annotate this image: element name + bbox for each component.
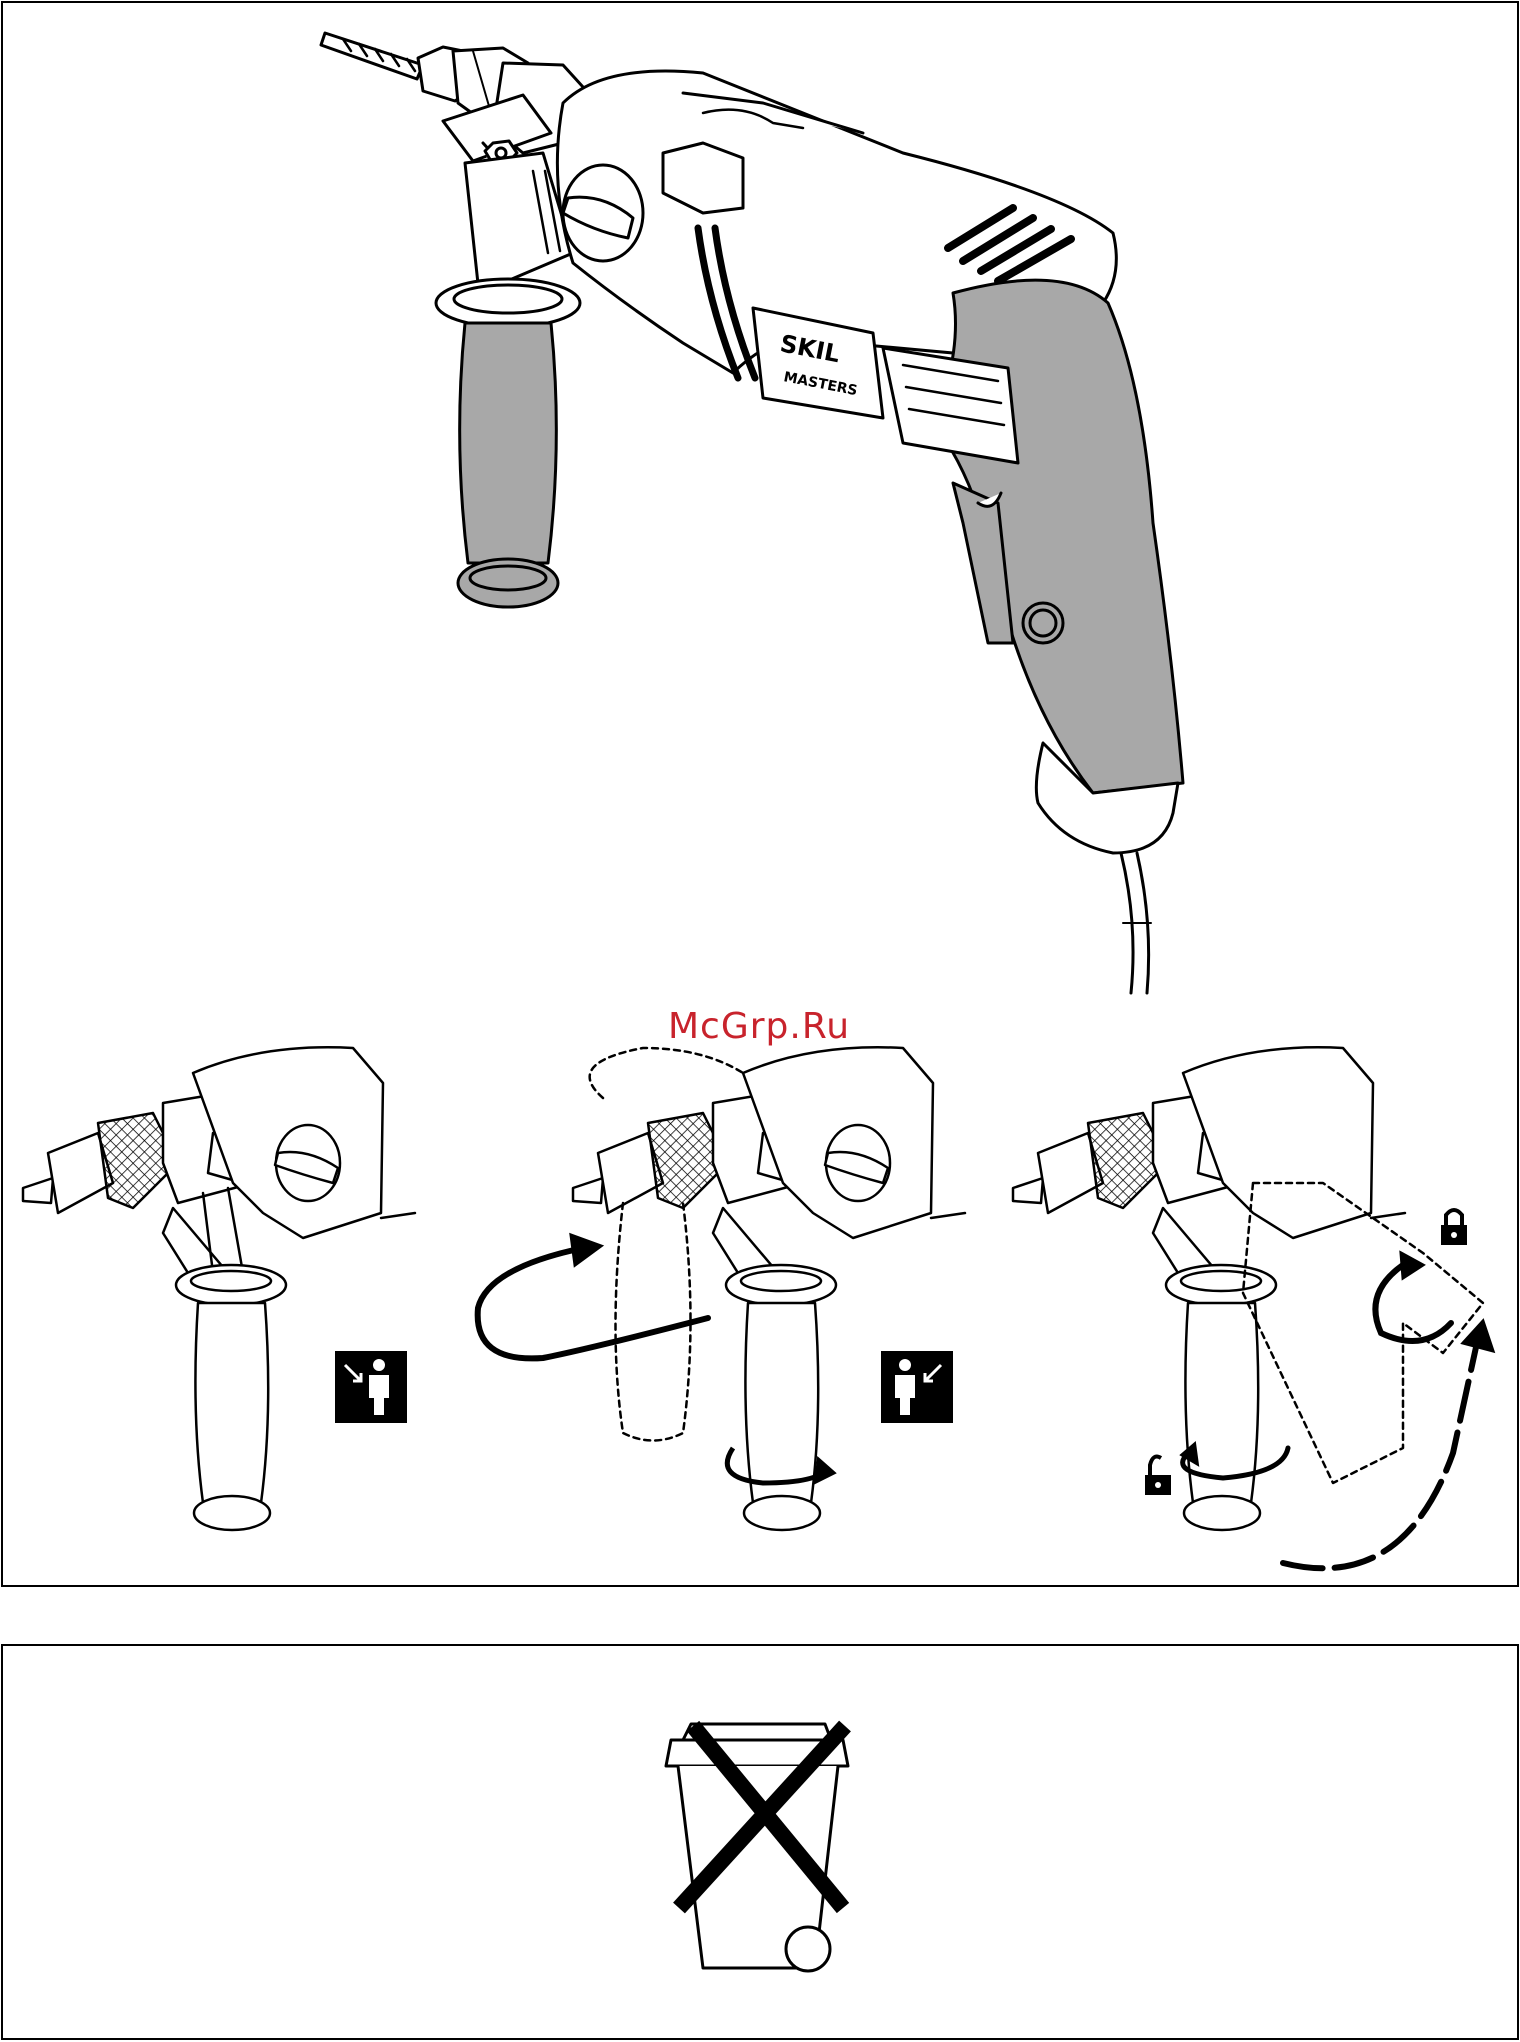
unlock-icon xyxy=(1145,1457,1171,1495)
rotate-arrow-icon xyxy=(478,1235,708,1358)
person-arrow-in-right-icon xyxy=(881,1351,953,1423)
step-3-drill xyxy=(1013,1047,1483,1530)
disposal-panel xyxy=(1,1644,1519,2040)
watermark-text: McGrp.Ru xyxy=(668,1006,850,1047)
drill-bit-icon xyxy=(321,33,423,79)
crossed-out-wheelie-bin-icon xyxy=(3,1646,1520,2042)
drill-illustration: SKIL MASTERS McGrp.Ru xyxy=(3,3,1520,1589)
lock-icon xyxy=(1441,1210,1467,1245)
person-arrow-in-left-icon xyxy=(335,1351,407,1423)
step-1-drill xyxy=(23,1047,415,1530)
main-drill xyxy=(321,33,1183,993)
illustration-panel: SKIL MASTERS McGrp.Ru xyxy=(1,1,1519,1587)
step-2-drill xyxy=(573,1047,965,1530)
side-handle-grip xyxy=(460,323,557,563)
